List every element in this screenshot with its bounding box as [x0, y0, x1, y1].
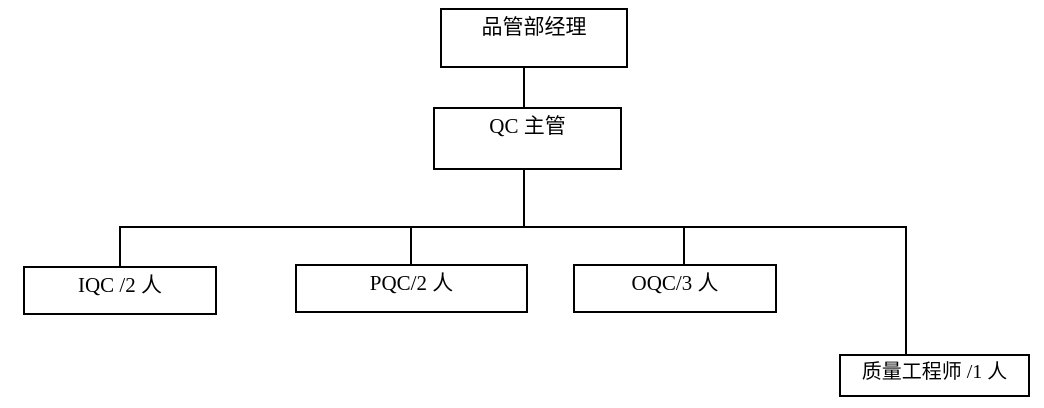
- org-node-qc-supervisor-label: QC 主管: [489, 114, 566, 138]
- connector-branch-to-iqc: [119, 226, 121, 266]
- org-node-iqc: IQC /2 人: [23, 266, 217, 315]
- connector-branch-to-pqc: [410, 226, 412, 264]
- org-node-quality-engineer-label: 质量工程师 /1 人: [861, 361, 1008, 383]
- org-node-qc-supervisor: QC 主管: [433, 107, 622, 170]
- connector-manager-to-qc: [523, 68, 525, 107]
- connector-branch-to-engineer: [905, 226, 907, 354]
- org-node-quality-engineer: 质量工程师 /1 人: [839, 354, 1030, 397]
- connector-qc-to-branch: [523, 170, 525, 227]
- org-node-manager-label: 品管部经理: [481, 15, 587, 39]
- org-node-oqc-label: OQC/3 人: [631, 271, 719, 295]
- org-node-iqc-label: IQC /2 人: [78, 273, 162, 297]
- org-node-pqc-label: PQC/2 人: [369, 271, 454, 295]
- org-node-manager: 品管部经理: [440, 8, 628, 68]
- connector-branch-to-oqc: [683, 226, 685, 264]
- org-node-oqc: OQC/3 人: [573, 264, 777, 313]
- org-node-pqc: PQC/2 人: [295, 264, 528, 313]
- connector-branch-horizontal: [119, 226, 907, 228]
